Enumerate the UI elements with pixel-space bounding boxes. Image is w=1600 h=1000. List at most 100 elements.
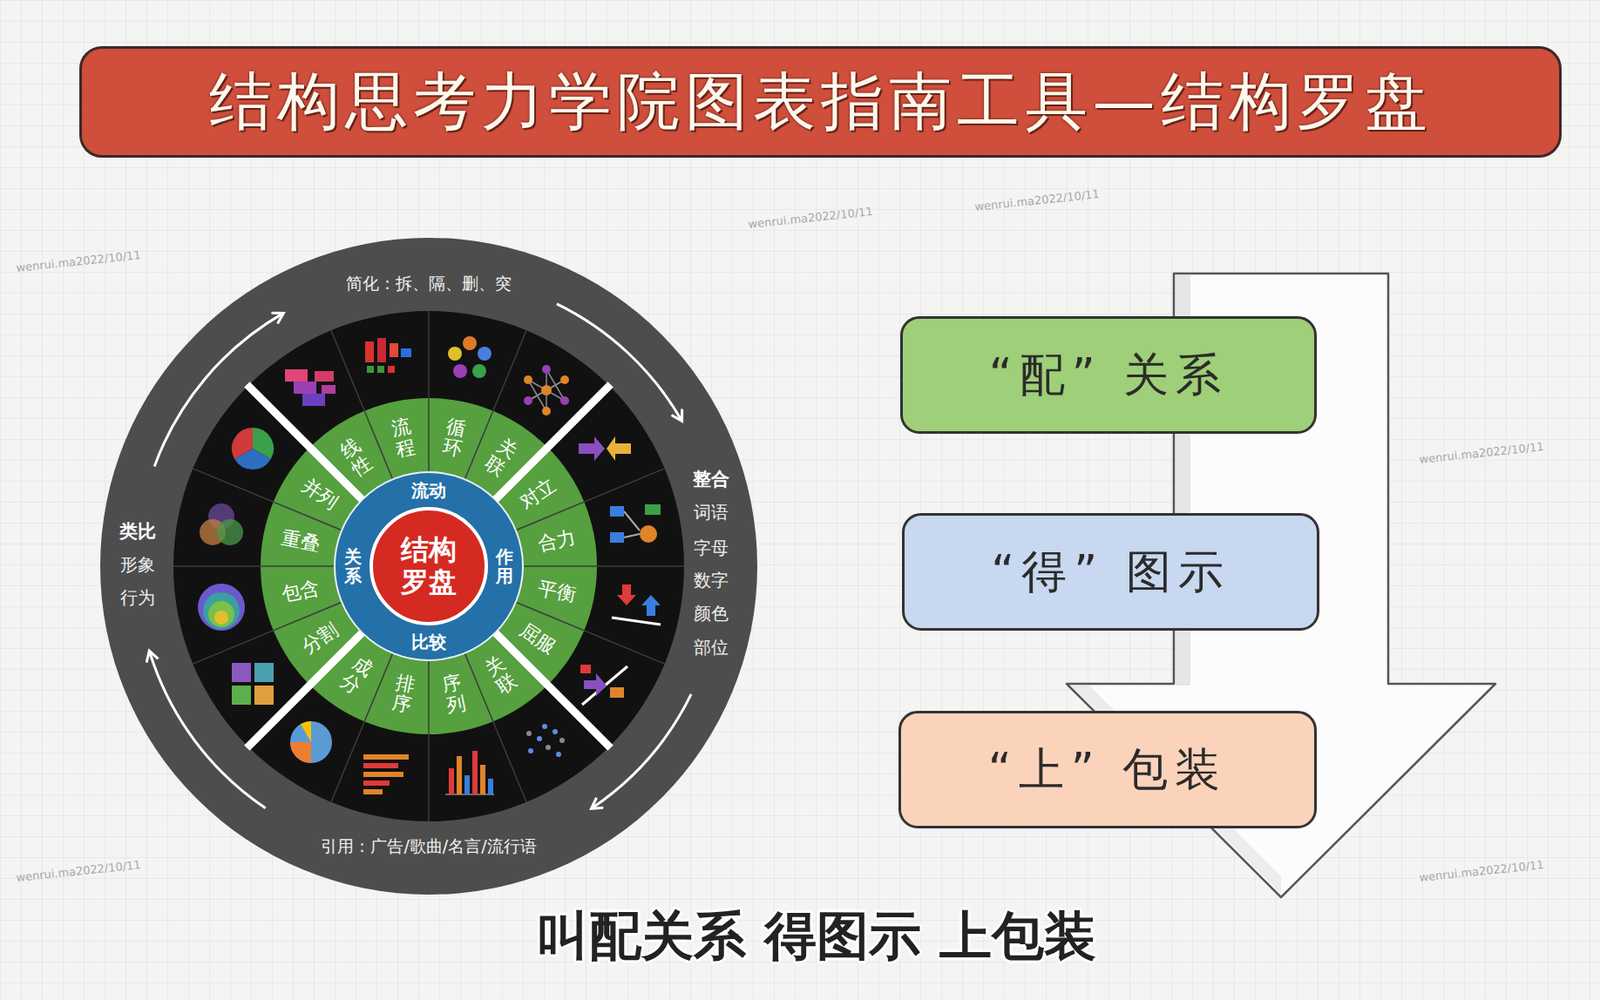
step-box: “得” 图示: [901, 513, 1320, 631]
node-text: “上” 包装: [988, 739, 1228, 801]
yield-icon: [580, 664, 628, 706]
scatter-icon-part: [528, 748, 534, 754]
compass-hub: 结构 罗盘: [369, 507, 489, 626]
venn-icon-part: [216, 519, 244, 546]
step-box: “配” 关系: [900, 316, 1317, 434]
column-chart-icon-part: [472, 751, 478, 795]
process-icon-part: [377, 366, 385, 373]
scatter-icon-part: [555, 752, 562, 758]
caption-text: 叫配关系 得图示 上包装: [536, 901, 1097, 973]
network-icon-part: [541, 385, 552, 396]
column-chart-icon-part: [448, 768, 455, 795]
process-icon: [365, 338, 412, 373]
segment-dividers-part: [173, 565, 335, 568]
opposition-icon: [578, 436, 631, 462]
grid-icon-part: [254, 685, 274, 706]
cycle-icon-part: [477, 346, 492, 361]
network-icon-part: [528, 369, 565, 412]
linear-icon-part: [314, 371, 334, 382]
column-chart-icon-part: [464, 775, 470, 795]
force-icon: [610, 504, 661, 543]
grid-icon-part: [231, 663, 251, 683]
ring-heading: 引用：广告/歌曲/名言/流行语: [320, 835, 536, 859]
grid-icon-part: [254, 663, 274, 683]
compass-wheel-part: [334, 472, 523, 661]
network-icon-part: [523, 375, 533, 385]
force-icon-part: [623, 511, 640, 531]
network-icon-part: [523, 396, 533, 406]
force-icon-part: [639, 525, 658, 543]
linear-icon-part: [293, 381, 317, 394]
grid-icon-part: [231, 685, 251, 706]
bar-chart-icon-part: [363, 754, 409, 760]
nested-circles-icon: [197, 583, 245, 631]
process-icon-part: [389, 343, 399, 358]
node-texts: “配” 关系: [989, 345, 1228, 407]
cycle-icon: [447, 336, 492, 379]
process-icon-part: [365, 341, 374, 363]
network-icon-part: [560, 396, 570, 406]
pie-icon: [231, 427, 274, 470]
column-chart-icon-part: [488, 779, 494, 795]
ring-heading: 简化：拆、隔、删、突: [345, 272, 512, 296]
scatter-icon-part: [552, 729, 558, 735]
node-texts: “得” 图示: [990, 542, 1230, 604]
linear-icon-part: [321, 385, 336, 394]
pie-icon-part: [290, 721, 333, 764]
scatter-icon-part: [559, 738, 565, 744]
nested-circles-icon-part: [203, 592, 240, 630]
ring-item: 词语: [693, 501, 729, 525]
cycle-arrows-part: [149, 651, 266, 809]
network-icon-part: [542, 365, 551, 374]
compass-wheel-part: [173, 311, 685, 822]
step-box: “上” 包装: [898, 711, 1317, 829]
ring-item: 行为: [120, 586, 156, 611]
nested-circles-icon-part: [214, 610, 229, 625]
yield-icon-part: [580, 664, 591, 674]
pie-icon-part: [290, 742, 312, 764]
column-chart-icon-part: [456, 756, 462, 795]
cycle-icon-part: [447, 346, 462, 361]
nested-circles-icon-part: [197, 583, 245, 631]
pie-icon: [290, 721, 333, 764]
opposition-icon-part: [606, 436, 631, 462]
pie-icon-part: [231, 427, 253, 460]
title-banner: 结构思考力学院图表指南工具—结构罗盘: [79, 46, 1562, 158]
title-text: 结构思考力学院图表指南工具—结构罗盘: [209, 60, 1433, 144]
bar-chart-icon-part: [363, 772, 404, 778]
ring-item: 数字: [693, 569, 729, 593]
node-text: 结构 罗盘: [398, 534, 460, 599]
node-text: “配” 关系: [989, 345, 1228, 407]
scatter-icon-part: [542, 724, 548, 730]
venn-icon: [199, 503, 244, 546]
ring-item: 字母: [693, 536, 729, 561]
cycle-arrows-part: [591, 694, 692, 809]
nested-circles-icon-part: [208, 601, 235, 628]
balance-icon-part: [641, 595, 661, 617]
linear-icon-part: [302, 393, 326, 407]
balance-icon: [611, 584, 661, 625]
scatter-icon-part: [536, 736, 543, 742]
compass-wheel-part: [100, 237, 758, 895]
process-icon-part: [377, 338, 387, 363]
quadrant-lines-part: [246, 384, 611, 748]
quadrant-name: 关系: [344, 547, 362, 586]
watermark: wenrui.ma2022/10/11: [15, 858, 143, 885]
scatter-icon: [526, 724, 565, 758]
force-icon-part: [610, 532, 624, 543]
force-icon-part: [610, 506, 624, 517]
cycle-arrows-part: [154, 313, 283, 468]
grid-icon: [231, 663, 274, 706]
quadrant-lines-part: [246, 384, 611, 748]
yield-icon-part: [610, 687, 624, 699]
linear-icon-part: [284, 369, 308, 382]
segment-dividers-part: [427, 311, 430, 473]
bar-chart-icon-part: [363, 763, 399, 769]
network-icon-part: [542, 406, 551, 416]
scatter-icon-part: [545, 745, 551, 751]
node-texts: 结构 罗盘: [398, 534, 460, 599]
process-icon-part: [387, 366, 395, 373]
bar-chart-icon-part: [363, 780, 390, 787]
segment-dividers-part: [522, 565, 685, 568]
segment-dividers: [173, 311, 685, 822]
